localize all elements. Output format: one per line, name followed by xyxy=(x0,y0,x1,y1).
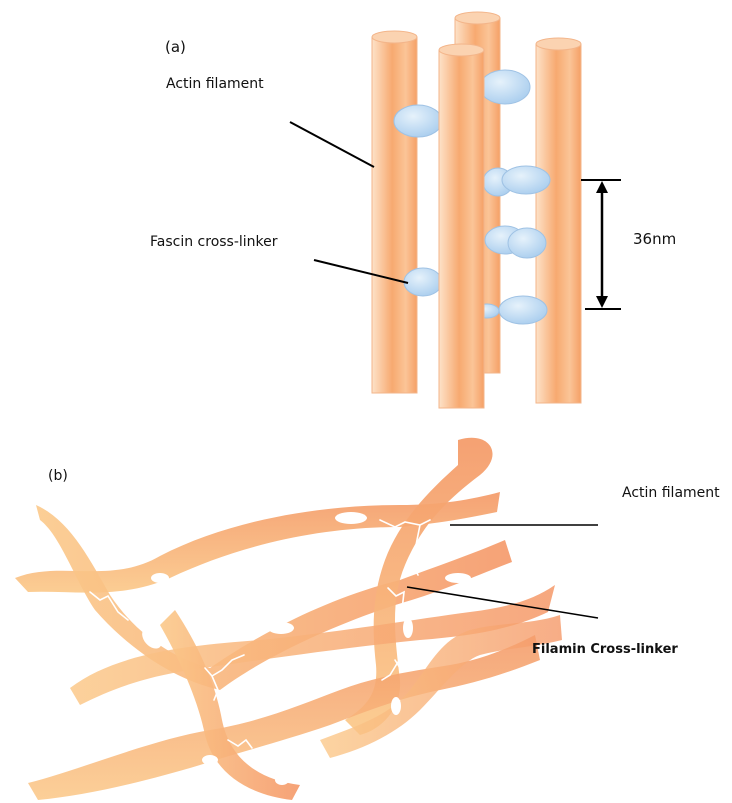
fascin-blob xyxy=(502,166,550,194)
ribbon-hole xyxy=(403,618,413,638)
fascin-blob xyxy=(499,296,547,324)
actin-bundle xyxy=(372,12,581,408)
ribbon-hole xyxy=(222,690,239,714)
actin-rod-right xyxy=(536,38,581,403)
ribbon-hole xyxy=(391,697,401,715)
ribbon-hole xyxy=(307,666,333,678)
ribbon-hole xyxy=(335,512,367,524)
actin-rod-middle xyxy=(439,44,484,408)
panel-a-tag: (a) xyxy=(165,38,186,56)
ribbon-hole xyxy=(151,573,169,583)
fascin-blob xyxy=(508,228,546,258)
fascin-blob xyxy=(480,70,530,104)
panel-b-tag: (b) xyxy=(48,468,68,484)
spacing-label: 36nm xyxy=(633,230,676,248)
actin-network xyxy=(15,438,562,800)
fascin-blob xyxy=(394,105,442,137)
fascin-blob xyxy=(404,268,442,296)
actin-rod-left xyxy=(372,31,417,393)
ribbon-hole xyxy=(202,755,218,765)
ribbon-hole xyxy=(275,775,289,785)
ribbon-hole xyxy=(445,573,471,583)
actin-filament-label: Actin filament xyxy=(166,76,264,92)
spacing-dimension xyxy=(581,180,621,309)
ribbon-hole xyxy=(268,622,294,634)
filamin-crosslinker-label: Filamin Cross-linker xyxy=(532,642,678,657)
fascin-crosslinker-label: Fascin cross-linker xyxy=(150,234,278,250)
actin-leader-line xyxy=(290,122,374,167)
actin-filament-b-label: Actin filament xyxy=(622,485,720,501)
